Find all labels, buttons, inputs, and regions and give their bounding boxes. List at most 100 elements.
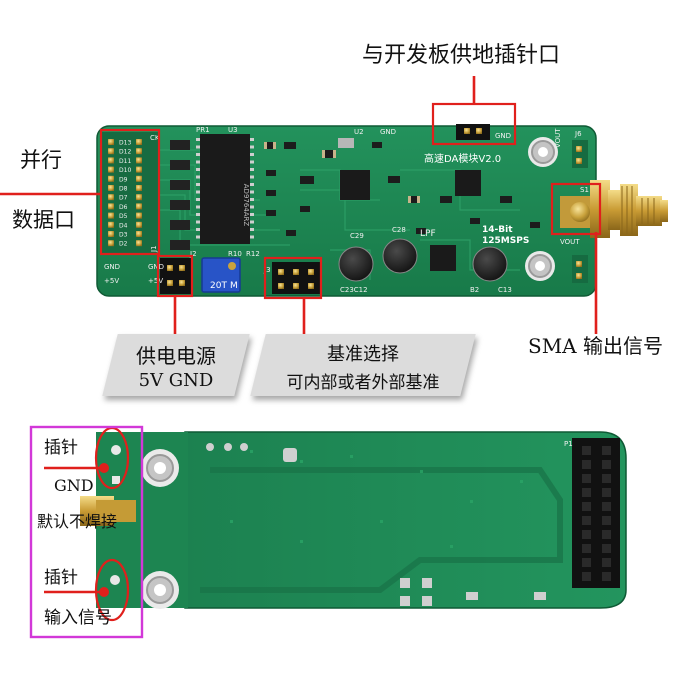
pin-bottom-highlight (94, 558, 130, 622)
chip-leg (250, 168, 254, 171)
sma-output-label: SMA 输出信号 (528, 334, 663, 358)
parallel-label-line2: 数据口 (12, 208, 75, 232)
reference-banner: 基准选择 可内部或者外部基准 (250, 334, 476, 396)
header-pin (136, 148, 142, 155)
power-label-line2: 5V GND (138, 370, 214, 391)
silk-c23: C23C12 (340, 286, 368, 294)
header-socket (582, 530, 591, 539)
chip-leg (250, 138, 254, 141)
chip-leg (196, 153, 200, 156)
mounting-hole (141, 449, 179, 487)
silk-14bit: 14-Bit (482, 225, 513, 235)
ground-pin-header (456, 124, 490, 140)
header-pin (108, 240, 114, 247)
header-socket (602, 572, 611, 581)
silk-data-pin-label: D4 (119, 222, 128, 229)
header-socket (602, 516, 611, 525)
header-socket (602, 558, 611, 567)
silk-title: 高速DA模块V2.0 (424, 152, 501, 165)
chip-leg (196, 213, 200, 216)
header-pin (136, 139, 142, 145)
sma-highlight (550, 182, 602, 236)
silk-chip: AD9764ARZ (242, 184, 250, 227)
reference-highlight (263, 256, 323, 300)
header-pin (136, 231, 142, 237)
header-pin (108, 231, 114, 237)
sma-connector (560, 180, 668, 238)
bottom-pcb-board: P1 (80, 431, 627, 609)
chip-leg (250, 235, 254, 239)
silk-j2: J2 (189, 250, 197, 258)
header-socket (582, 446, 591, 455)
chip-leg (196, 205, 200, 209)
reference-potentiometer (201, 257, 241, 293)
silk-data-pin-label: D13 (119, 140, 131, 147)
silk-r10: R10 (228, 250, 242, 258)
silk-vout2: VOUT (560, 238, 580, 246)
silk-pr1: PR1 (196, 126, 210, 134)
chip-leg (250, 153, 254, 156)
silk-data-pin-label: D9 (119, 176, 128, 183)
mounting-hole (141, 571, 179, 609)
header-socket (582, 516, 591, 525)
ground-header-label: 与开发板供地插针口 (362, 43, 561, 68)
silk-j1: J1 (150, 245, 158, 253)
chip-leg (250, 175, 254, 179)
chip-leg (196, 145, 200, 149)
silk-pot2: M (230, 281, 238, 291)
chip-leg (250, 228, 254, 231)
chip-leg (196, 228, 200, 231)
silk-u3: U3 (228, 126, 238, 134)
header-pin (108, 175, 114, 182)
header-socket (582, 544, 591, 553)
silk-data-pin-label: D7 (119, 195, 128, 202)
power-label-line1: 供电电源 (136, 344, 216, 368)
silk-data-pin-label: D10 (119, 167, 131, 174)
chip-leg (196, 168, 200, 171)
reference-label-line1: 基准选择 (327, 344, 399, 365)
parallel-port-highlight (99, 128, 161, 256)
chip-leg (196, 175, 200, 179)
header-pin (136, 240, 142, 247)
header-socket (602, 488, 611, 497)
mounting-hole (528, 137, 558, 167)
chip-leg (250, 220, 254, 224)
silk-u2: U2 (354, 128, 364, 136)
chip-leg (196, 190, 200, 194)
silk-data-pin-label: D6 (119, 204, 128, 211)
bottom-callout-frame (29, 425, 144, 639)
power-header (160, 258, 192, 294)
power-banner: 供电电源 5V GND (102, 334, 250, 396)
chip-leg (250, 190, 254, 194)
header-pin (108, 194, 114, 201)
header-socket (602, 502, 611, 511)
silk-c28: C28 (392, 226, 406, 234)
header-pin (108, 148, 114, 155)
input-signal-label: 输入信号 (44, 608, 112, 628)
pin-top-label: 插针 (44, 438, 78, 458)
silk-data-pin-label: D11 (119, 158, 131, 165)
header-pin (108, 221, 114, 228)
gnd-label: GND (54, 476, 94, 495)
chip-leg (250, 183, 254, 186)
silk-c29: C29 (350, 232, 364, 240)
header-pin (136, 212, 142, 219)
silk-ck: CK (150, 134, 160, 142)
chip-leg (250, 205, 254, 209)
header-socket (582, 488, 591, 497)
header-socket (602, 544, 611, 553)
silk-data-pin-label: D2 (119, 241, 128, 248)
header-pin (136, 166, 142, 173)
parallel-label-line1: 并行 (20, 148, 62, 172)
silk-r12: R12 (246, 250, 260, 258)
silk-data-pin-label: D5 (119, 213, 128, 220)
header-socket (582, 474, 591, 483)
reference-jumper (272, 262, 320, 294)
silk-gnd2: GND (495, 132, 511, 140)
header-pin (136, 157, 142, 164)
chip-leg (196, 160, 200, 164)
header-pin (108, 185, 114, 191)
header-pin (136, 203, 142, 210)
header-socket (602, 530, 611, 539)
